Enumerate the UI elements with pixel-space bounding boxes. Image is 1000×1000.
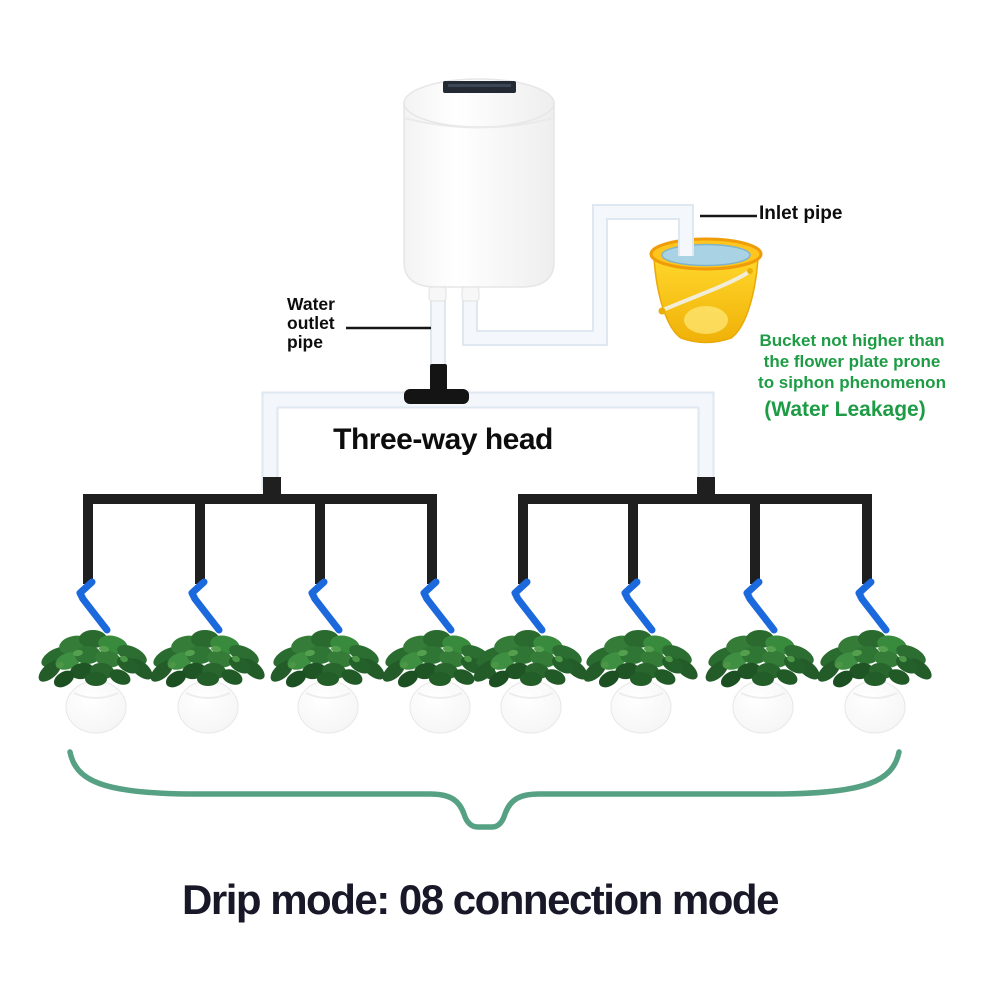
- manifold-pipe: [83, 494, 437, 584]
- group-brace: [67, 749, 902, 830]
- manifold-pipe: [518, 494, 872, 584]
- potted-plant: [145, 629, 270, 734]
- potted-plant: [377, 629, 502, 734]
- inlet-pipe-label: Inlet pipe: [759, 203, 843, 224]
- manifolds-and-plants: [33, 477, 937, 734]
- water-leakage-text: (Water Leakage): [764, 398, 926, 421]
- potted-plant: [700, 629, 825, 734]
- dripper-stake: [855, 578, 890, 634]
- potted-plant: [812, 629, 937, 734]
- outlet-stub-right: [461, 286, 480, 302]
- potted-plant: [33, 629, 158, 734]
- dripper-stake: [420, 578, 455, 634]
- three-way-head-label: Three-way head: [333, 423, 553, 456]
- page-title: Drip mode: 08 connection mode: [182, 876, 779, 923]
- manifold-inlet-stub: [697, 477, 715, 501]
- bucket-handle: [662, 269, 752, 312]
- dripper-stake: [511, 578, 546, 634]
- three-way-head-connector: [404, 364, 469, 404]
- potted-plant: [468, 629, 593, 734]
- potted-plant: [265, 629, 390, 734]
- water-bucket: [649, 237, 763, 344]
- water-outlet-pipe-label: Water outlet pipe: [287, 294, 335, 352]
- dripper-stake: [76, 578, 111, 634]
- outlet-stub-left: [428, 286, 447, 302]
- bucket-warning-text: Bucket not higher than the flower plate …: [758, 331, 946, 392]
- pump-controller: [403, 78, 555, 302]
- dripper-stake: [188, 578, 223, 634]
- manifold-inlet-stub: [263, 477, 281, 501]
- dripper-stake: [308, 578, 343, 634]
- potted-plant: [578, 629, 703, 734]
- dripper-stake: [743, 578, 778, 634]
- bucket-water: [661, 243, 751, 267]
- dripper-stake: [621, 578, 656, 634]
